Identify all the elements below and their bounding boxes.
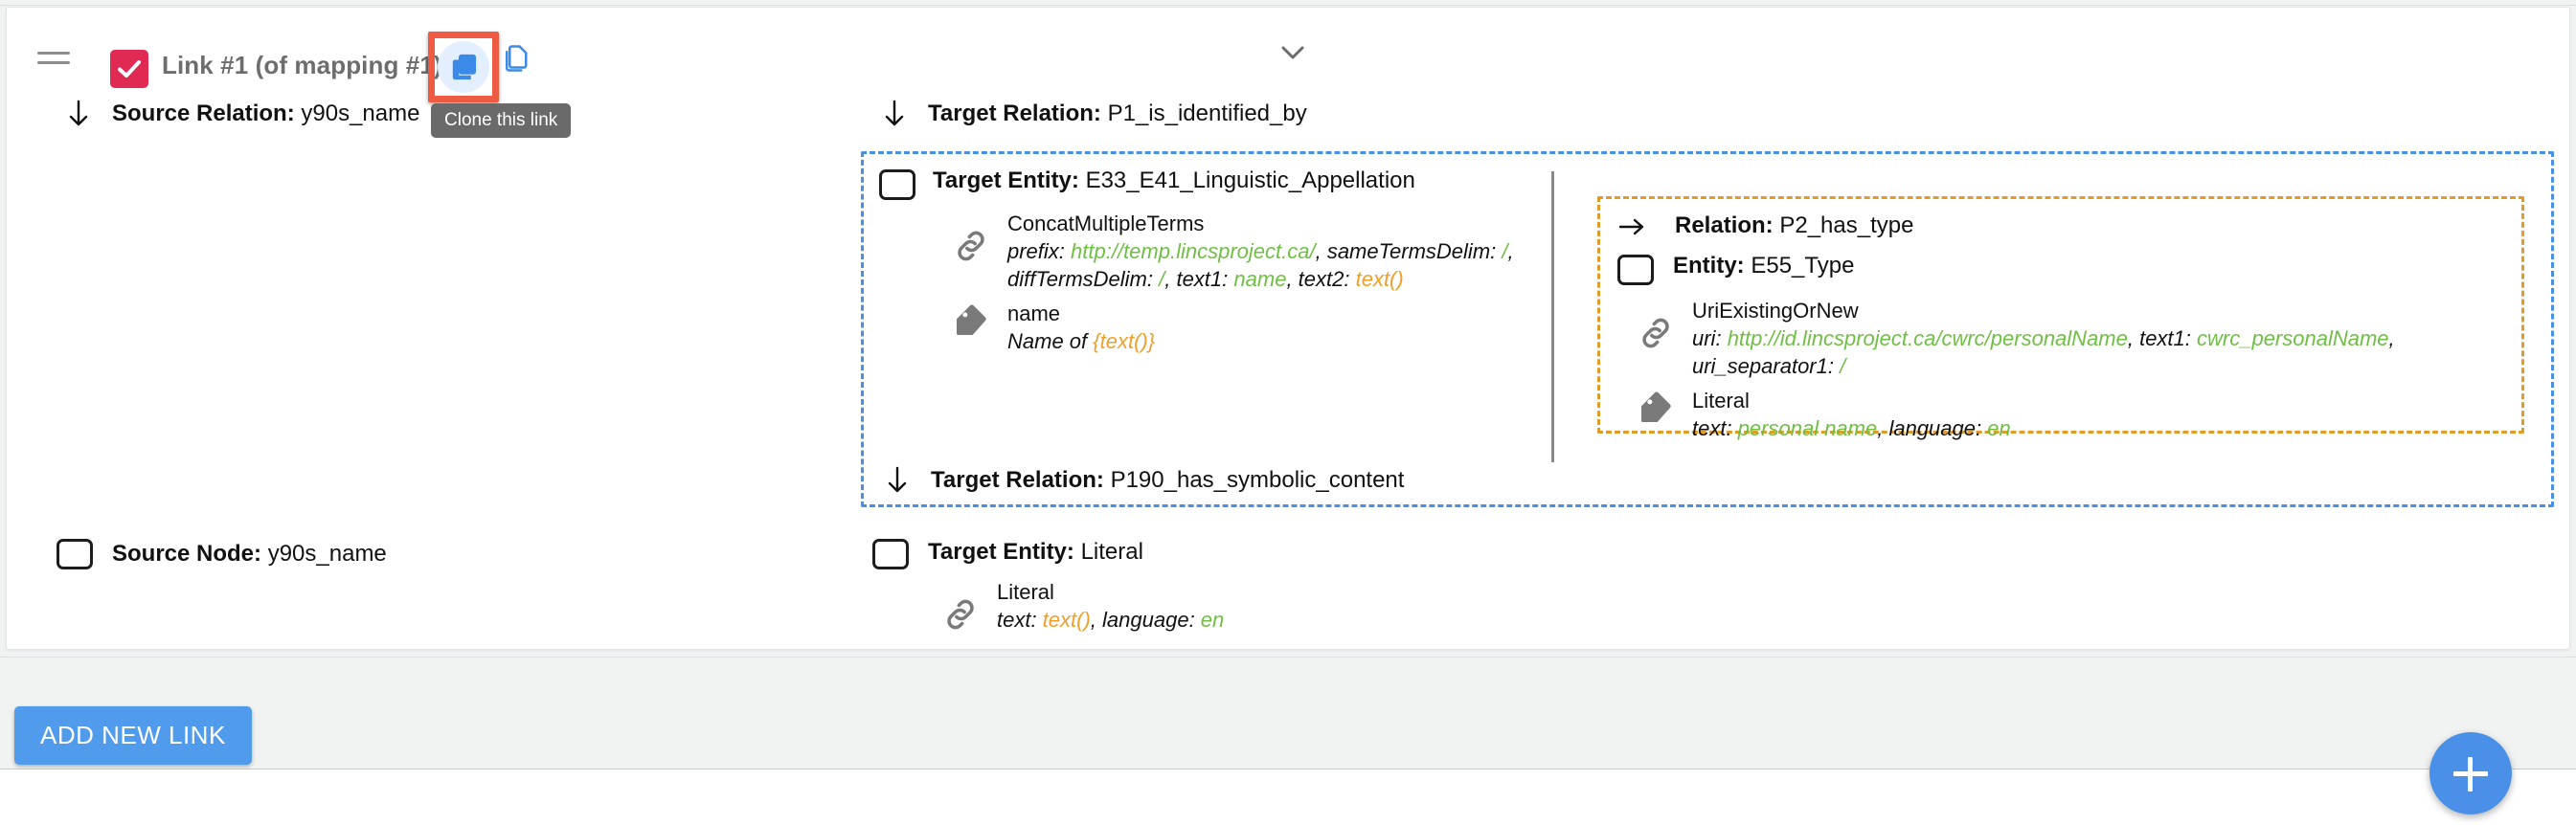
add-fab-button[interactable] [2429,732,2512,814]
detail-concat-text: ConcatMultipleTerms prefix: http://temp.… [1007,210,1544,293]
source-node-checkbox[interactable] [56,539,93,569]
target-entity-1-value: E33_E41_Linguistic_Appellation [1085,167,1415,193]
detail-name-head: name [1007,301,1061,325]
source-relation-row[interactable]: Source Relation: y90s_name [53,96,531,134]
link-enabled-checkbox[interactable] [110,50,148,88]
target-entity-1-text: Target Entity: E33_E41_Linguistic_Appell… [933,167,1415,194]
tag-icon [952,301,990,340]
link-icon [952,227,990,265]
nested-relation-label: Relation: [1675,212,1774,238]
target-relation-2-row[interactable]: Target Relation: P190_has_symbolic_conte… [871,462,1638,501]
clone-highlight-box [428,32,499,102]
nested-relation-row[interactable]: Relation: P2_has_type [1617,211,2479,245]
nested-entity-text: Entity: E55_Type [1673,253,1854,279]
detail-uri-text: UriExistingOrNew uri: http://id.lincspro… [1692,297,2516,380]
clone-link-button[interactable] [428,32,499,102]
link-header: Link #1 (of mapping #1) Clone th [7,8,2569,138]
target-entity-2-checkbox[interactable] [872,539,909,569]
link-icon [1637,314,1675,352]
arrow-down-icon [881,100,908,128]
arrow-right-icon [1617,212,1644,241]
target-entity-1-label: Target Entity: [933,167,1079,193]
arrow-down-icon [65,100,92,128]
copy-outline-icon[interactable] [501,44,530,73]
page-title: Link #1 (of mapping #1) [162,51,442,79]
target-entity-group-blue: Target Entity: E33_E41_Linguistic_Appell… [861,151,2554,507]
source-node-value: y90s_name [267,541,387,567]
detail-uri-head: UriExistingOrNew [1692,299,1859,323]
top-divider [0,0,2576,6]
target-relation-1-row[interactable]: Target Relation: P1_is_identified_by [869,96,1539,134]
detail-name-args: Name of {text()} [1007,329,1156,353]
target-relation-2-value: P190_has_symbolic_content [1110,467,1405,493]
nested-relation-value: P2_has_type [1779,212,1914,238]
detail-literal-text: Literal text: personal name, language: e… [1692,387,2516,442]
link-icon [941,595,980,634]
target-relation-1-text: Target Relation: P1_is_identified_by [928,100,1307,127]
target-entity-2-value: Literal [1080,539,1143,565]
source-node-text: Source Node: y90s_name [112,541,387,568]
detail-literal-head: Literal [1692,389,1750,412]
add-new-link-button[interactable]: ADD NEW LINK [14,706,252,765]
detail-literal-2-head: Literal [997,580,1054,604]
source-node-label: Source Node: [112,541,262,567]
source-relation-label: Source Relation: [112,100,295,126]
vertical-divider [1551,171,1554,462]
plus-icon [2468,757,2473,792]
detail-concat-head: ConcatMultipleTerms [1007,212,1205,235]
footer-bar [0,657,2576,769]
detail-literal-2-text: Literal text: text(), language: en [997,578,1667,634]
copy-filled-icon [448,52,479,82]
target-entity-2-label: Target Entity: [928,539,1074,565]
link-card: Link #1 (of mapping #1) Clone th [6,7,2570,650]
drag-handle-icon[interactable] [37,52,70,64]
detail-uri-args: uri: http://id.lincsproject.ca/cwrc/pers… [1692,326,2395,378]
nested-entity-checkbox[interactable] [1617,255,1654,285]
target-relation-2-label: Target Relation: [931,467,1104,493]
arrow-down-icon [884,466,911,495]
nested-entity-value: E55_Type [1751,253,1855,279]
detail-literal-2-args: text: text(), language: en [997,608,1225,632]
target-entity-1-checkbox[interactable] [879,169,915,200]
nested-relation-text: Relation: P2_has_type [1675,212,1913,239]
target-relation-1-label: Target Relation: [928,100,1101,126]
source-relation-text: Source Relation: y90s_name [112,100,419,127]
tag-icon [1637,389,1675,427]
detail-literal-args: text: personal name, language: en [1692,416,2011,440]
nested-entity-label: Entity: [1673,253,1745,279]
nested-entity-group-orange: Relation: P2_has_type Entity: E55_Type [1597,196,2524,440]
target-entity-2-text: Target Entity: Literal [928,539,1143,566]
detail-concat-args: prefix: http://temp.lincsproject.ca/, sa… [1007,239,1514,291]
clone-tooltip: Clone this link [431,103,572,138]
source-relation-value: y90s_name [301,100,420,126]
page-bottom-area [0,769,2576,825]
chevron-down-icon[interactable] [1277,43,1308,62]
detail-name-text: name Name of {text()} [1007,300,1544,355]
target-relation-2-text: Target Relation: P190_has_symbolic_conte… [931,467,1404,494]
source-node-row[interactable]: Source Node: y90s_name [53,536,627,574]
target-relation-1-value: P1_is_identified_by [1107,100,1307,126]
